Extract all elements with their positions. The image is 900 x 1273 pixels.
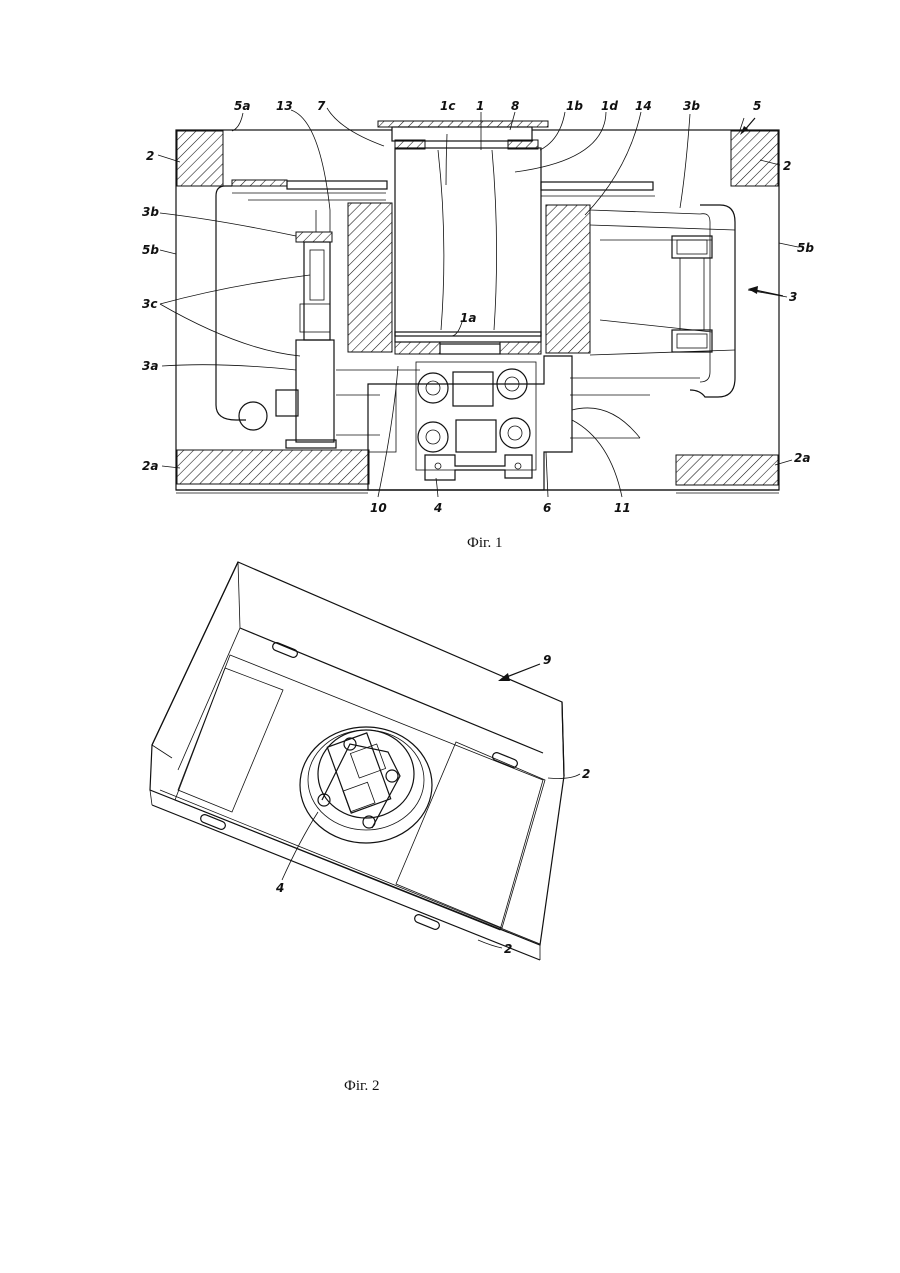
figure-2-caption: Фіг. 2 [344,1078,379,1095]
label-9: 9 [543,653,551,667]
label-1a: 1a [460,311,476,325]
label-13: 13 [276,99,293,113]
label-5b-right: 5b [797,241,814,255]
label-5b-left: 5b [142,243,159,257]
figure-2-drawing [150,562,580,960]
label-3c: 3c [142,297,157,311]
label-2a-right: 2a [794,451,810,465]
label-3b-top: 3b [683,99,700,113]
label-7: 7 [317,99,326,113]
label-2-fig2-top: 2 [582,767,590,781]
label-4-fig1: 4 [433,501,442,515]
rotor-1 [395,148,541,336]
actuator-3a [296,340,334,442]
label-6: 6 [543,501,551,515]
label-3b-left: 3b [142,205,159,219]
label-2-left: 2 [146,149,154,163]
stator-14-right [546,205,590,353]
label-3: 3 [789,290,797,304]
label-3a: 3a [142,359,158,373]
label-1d: 1d [601,99,618,113]
figure-1-caption: Фіг. 1 [467,535,502,552]
label-1c: 1c [440,99,455,113]
label-4-fig2: 4 [275,881,284,895]
corner-block-2-left [177,131,223,186]
corner-block-2-right [731,131,778,186]
label-14: 14 [635,99,652,113]
label-5: 5 [753,99,761,113]
label-10: 10 [370,501,387,515]
label-5a: 5a [234,99,250,113]
bottom-block-2a-right [676,455,778,485]
label-2a-left: 2a [142,459,158,473]
stator-14-left [348,203,392,352]
label-2-fig2-bottom: 2 [504,942,512,956]
label-1: 1 [476,99,484,113]
mechanism-4 [416,362,536,470]
label-1b: 1b [566,99,583,113]
bottom-block-2a-left [177,450,369,484]
label-11: 11 [614,501,631,515]
label-8: 8 [511,99,519,113]
label-2-right: 2 [783,159,791,173]
